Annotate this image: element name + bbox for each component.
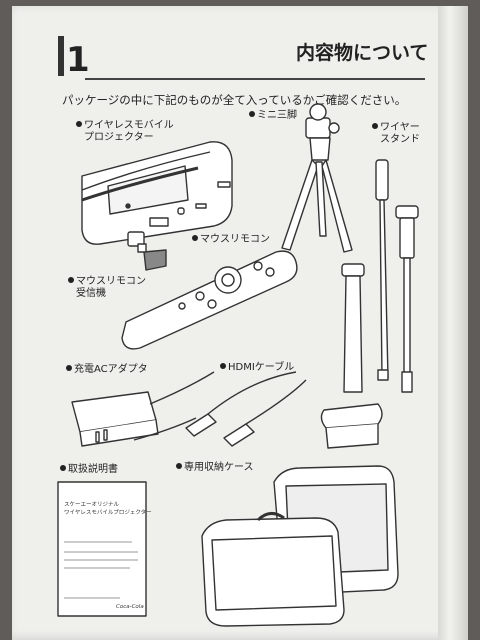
section-title: 内容物について xyxy=(296,42,429,64)
label-receiver: マウスリモコン 受信機 xyxy=(68,276,146,300)
bullet-dot xyxy=(372,123,378,129)
label-remote: マウスリモコン xyxy=(192,234,270,246)
bullet-dot xyxy=(249,111,255,117)
storage-case-illustration xyxy=(201,465,399,627)
label-wire-stand: ワイヤー スタンド xyxy=(372,122,420,146)
label-projector: ワイヤレスモバイル プロジェクター xyxy=(76,120,174,144)
bullet-dot xyxy=(68,277,74,283)
manual-illustration xyxy=(57,481,147,617)
label-adapter: 充電ACアダプタ xyxy=(66,364,148,376)
section-number: 1 xyxy=(66,40,90,80)
heading-rule xyxy=(85,78,425,80)
wire-stand-illustration xyxy=(320,159,419,449)
bullet-dot xyxy=(60,465,66,471)
bullet-dot xyxy=(176,463,182,469)
bullet-dot xyxy=(220,363,226,369)
manual-booklet-brand: Coca-Cola xyxy=(116,604,144,610)
ac-adapter-illustration xyxy=(71,371,215,447)
hdmi-cable-illustration xyxy=(185,371,307,447)
section-marker xyxy=(58,36,64,76)
label-tripod: ミニ三脚 xyxy=(249,110,297,122)
label-hdmi: HDMIケーブル xyxy=(220,362,294,374)
projector-illustration xyxy=(81,141,233,245)
label-case: 専用収納ケース xyxy=(176,462,254,474)
page-fold xyxy=(438,6,468,640)
bullet-dot xyxy=(192,235,198,241)
manual-booklet-line2: ワイヤレスモバイルプロジェクター xyxy=(64,510,152,516)
remote-illustration xyxy=(121,250,298,350)
receiver-illustration xyxy=(127,231,167,271)
manual-booklet-line1: スケーエーオリジナル xyxy=(64,502,120,508)
label-manual: 取扱説明書 xyxy=(60,464,118,476)
tripod-illustration xyxy=(281,103,353,253)
bullet-dot xyxy=(76,121,82,127)
intro-text: パッケージの中に下記のものが全て入っているかご確認ください。 xyxy=(62,93,407,107)
bullet-dot xyxy=(66,365,72,371)
